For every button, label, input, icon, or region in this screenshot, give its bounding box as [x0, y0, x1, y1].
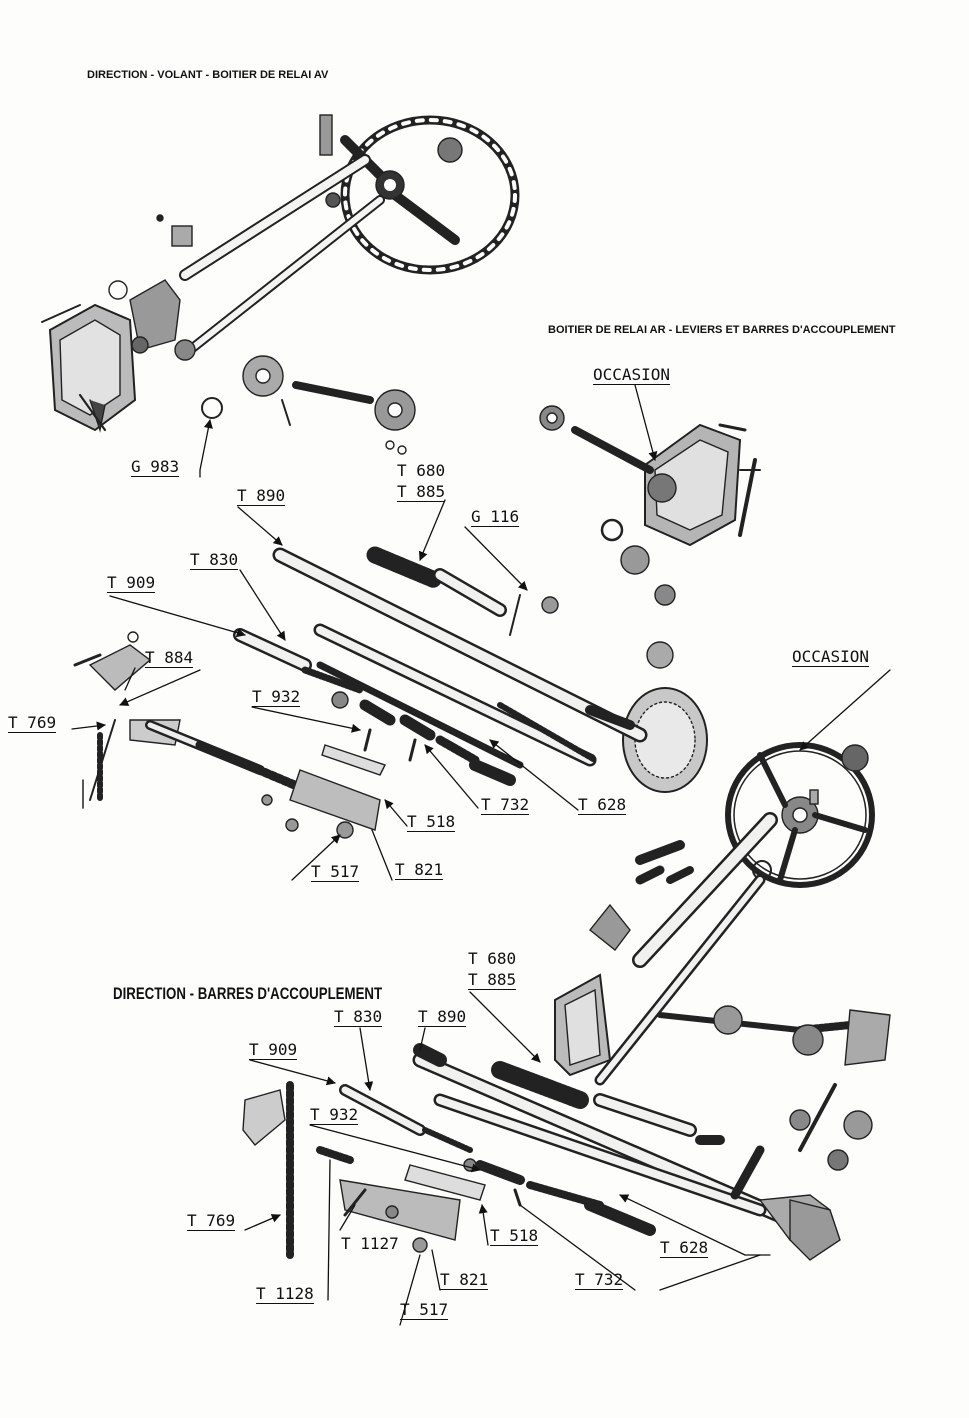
front-relay-box	[48, 279, 181, 433]
upper-leader-lines	[71, 384, 891, 881]
upper-steering-column	[41, 154, 385, 355]
label-t680-lower: T 680	[468, 949, 517, 968]
upper-ball-joint-parts	[233, 628, 516, 786]
label-t517-lower: T 517	[400, 1300, 449, 1320]
label-t932-upper: T 932	[252, 687, 301, 707]
label-g116: G 116	[471, 507, 520, 527]
label-g983: G 983	[131, 457, 180, 477]
lower-steering-wheel	[725, 742, 875, 888]
label-t628-lower: T 628	[660, 1238, 709, 1258]
heading-upper-left: DIRECTION - VOLANT - BOITIER DE RELAI AV	[87, 69, 329, 81]
label-t732-upper: T 732	[481, 795, 530, 815]
lower-ball-joint-parts	[339, 1084, 656, 1236]
label-t890-upper: T 890	[237, 486, 286, 506]
label-occasion-lower: OCCASION	[792, 647, 870, 667]
label-t885-lower: T 885	[468, 970, 517, 990]
label-t830-upper: T 830	[190, 550, 239, 570]
label-t518-lower: T 518	[490, 1226, 539, 1246]
label-t821-upper: T 821	[395, 860, 444, 880]
upper-tie-rod-tubes	[272, 546, 648, 769]
label-t885-upper: T 885	[397, 482, 446, 502]
label-occasion-upper: OCCASION	[593, 365, 671, 385]
heading-lower: DIRECTION - BARRES D'ACCOUPLEMENT	[113, 984, 383, 1003]
lower-rear-relay-box	[554, 973, 891, 1171]
label-t517-upper: T 517	[311, 862, 360, 882]
label-t884: T 884	[145, 648, 194, 668]
label-t1127: T 1127	[341, 1234, 399, 1253]
upper-dust-cover-horn	[622, 687, 708, 793]
lower-steering-column	[589, 812, 778, 1086]
lower-track-rod-levers	[242, 1081, 486, 1259]
rear-relay-box	[539, 405, 761, 669]
lower-tie-rod-tubes	[412, 1043, 841, 1261]
label-t628-upper: T 628	[578, 795, 627, 815]
label-t890-lower: T 890	[418, 1007, 467, 1027]
label-t769-upper: T 769	[8, 713, 57, 733]
label-t680-upper: T 680	[397, 461, 446, 480]
upper-steering-wheel	[319, 114, 520, 275]
label-t830-lower: T 830	[334, 1007, 383, 1027]
label-t732-lower: T 732	[575, 1270, 624, 1290]
label-t909-upper: T 909	[107, 573, 156, 593]
label-t1128: T 1128	[256, 1284, 314, 1304]
heading-upper-right: BOITIER DE RELAI AR - LEVIERS ET BARRES …	[548, 324, 896, 336]
lower-leader-lines	[244, 991, 771, 1326]
label-t518-upper: T 518	[407, 812, 456, 832]
upper-track-rod-levers	[73, 631, 386, 839]
label-t769-lower: T 769	[187, 1211, 236, 1231]
label-t821-lower: T 821	[440, 1270, 489, 1290]
label-t909-lower: T 909	[249, 1040, 298, 1060]
label-t932-lower: T 932	[310, 1105, 359, 1125]
upper-relay-shaft-parts	[174, 339, 416, 455]
